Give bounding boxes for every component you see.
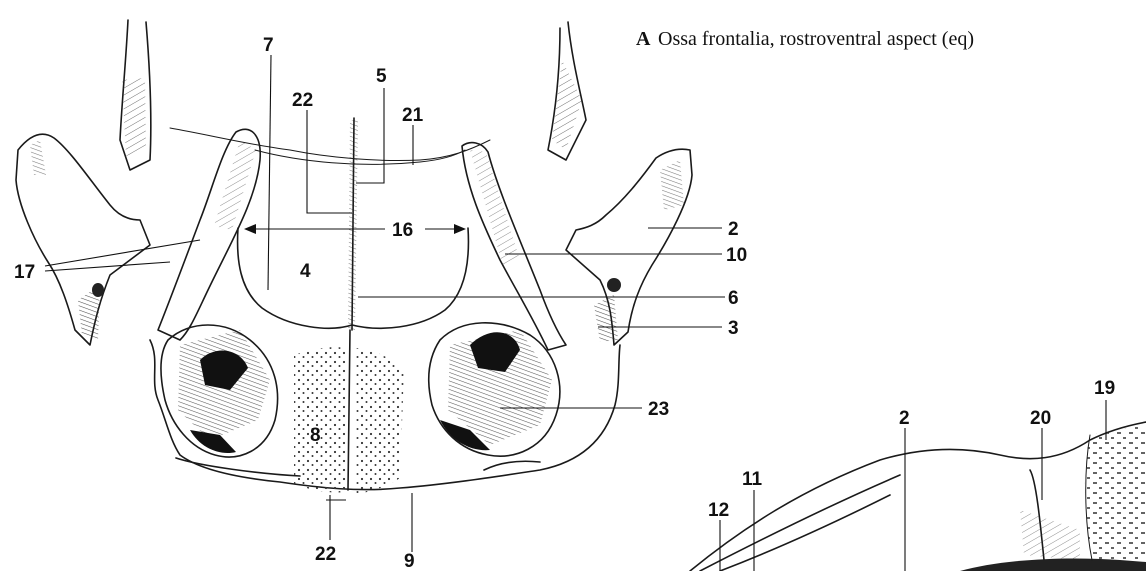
label-6: 6: [728, 288, 739, 309]
label-21: 21: [402, 105, 424, 126]
lateral-view-drawing: [690, 422, 1146, 571]
label-12: 12: [708, 500, 729, 521]
label-20: 20: [1030, 408, 1051, 429]
caption-title: Ossa frontalia, rostroventral aspect (eq…: [658, 28, 974, 50]
label-22-top: 22: [292, 90, 313, 111]
caption-letter: A: [636, 28, 651, 50]
label-22-bottom: 22: [315, 544, 336, 565]
label-8: 8: [310, 425, 321, 446]
dorsal-outline: [170, 128, 490, 161]
label-16: 16: [392, 220, 413, 241]
label-11: 11: [742, 469, 763, 490]
dotted-region: [294, 347, 346, 492]
label-7: 7: [263, 35, 274, 56]
label-2-right: 2: [728, 219, 739, 240]
label-5: 5: [376, 66, 387, 87]
label-10: 10: [726, 245, 747, 266]
midline-lower: [348, 330, 350, 490]
dashed-bone-texture: [1085, 425, 1146, 560]
leader-lines: [45, 55, 1106, 571]
label-19: 19: [1094, 378, 1115, 399]
label-17: 17: [14, 262, 35, 283]
label-9: 9: [404, 551, 415, 571]
label-23: 23: [648, 399, 669, 420]
figure-caption: A Ossa frontalia, rostroventral aspect (…: [636, 28, 974, 50]
label-2-lower: 2: [899, 408, 910, 429]
frontal-bones-drawing: [16, 20, 692, 494]
label-3: 3: [728, 318, 739, 339]
label-4: 4: [300, 261, 311, 282]
